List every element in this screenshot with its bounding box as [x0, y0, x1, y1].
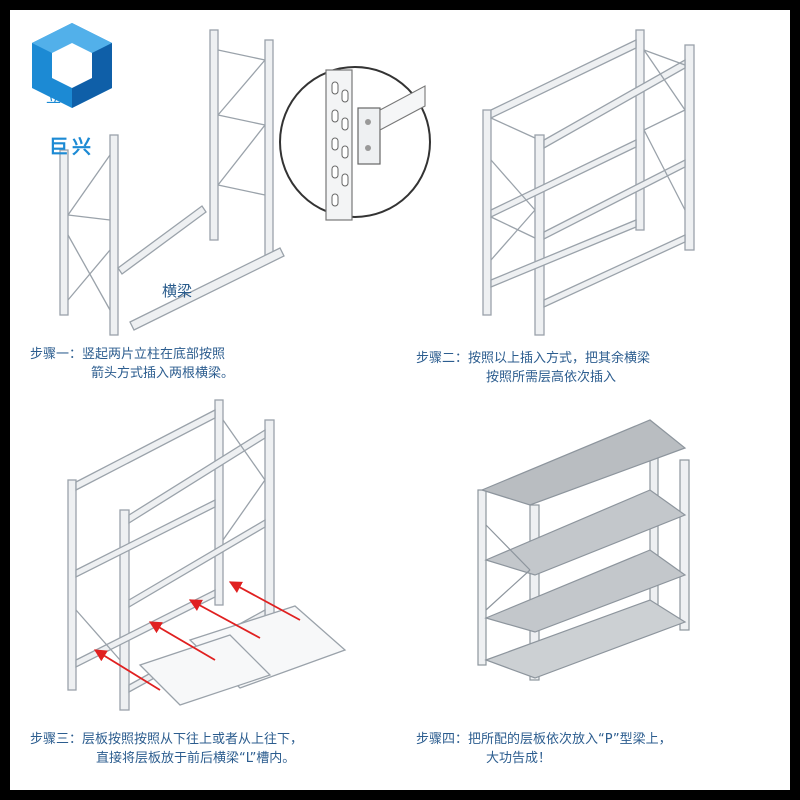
step3-illustration — [67, 399, 347, 711]
brand-name: 巨兴 — [48, 136, 95, 158]
step4-label: 步骤四： — [416, 732, 469, 747]
step2-caption: 步骤二：按照以上插入方式，把其余横梁 按照所需层高依次插入 — [416, 349, 650, 387]
step1-label: 步骤一： — [30, 347, 83, 362]
step1-illustration — [59, 29, 285, 336]
beam-label: 横梁 — [162, 282, 193, 300]
step4-illustration — [477, 419, 690, 681]
step1-line2: 箭头方式插入两根横梁。 — [91, 366, 235, 381]
step3-caption: 步骤三：层板按照按照从下往上或者从上往下， 直接将层板放于前后横梁“L”槽内。 — [30, 730, 303, 768]
brand-logo: 立 — [32, 23, 112, 108]
step3-label: 步骤三： — [30, 732, 83, 747]
step2-line2: 按照所需层高依次插入 — [486, 370, 617, 385]
step4-line1: 把所配的层板依次放入“P”型梁上， — [468, 732, 672, 747]
step2-illustration — [482, 29, 695, 336]
step3-line1: 层板按照按照从下往上或者从上往下， — [82, 732, 304, 747]
step1-line1: 竖起两片立柱在底部按照 — [82, 347, 226, 362]
step2-line1: 按照以上插入方式，把其余横梁 — [468, 351, 651, 366]
logo-mark-char: 立 — [46, 88, 61, 106]
step4-caption: 步骤四：把所配的层板依次放入“P”型梁上， 大功告成！ — [416, 730, 672, 768]
step3-line2: 直接将层板放于前后横梁“L”槽内。 — [96, 751, 296, 766]
connector-detail-circle — [279, 66, 431, 221]
step3-arrows — [93, 581, 301, 691]
step1-caption: 步骤一：竖起两片立柱在底部按照 箭头方式插入两根横梁。 — [30, 345, 234, 383]
step4-line2: 大功告成！ — [486, 751, 552, 766]
step2-label: 步骤二： — [416, 351, 469, 366]
assembly-illustrations — [59, 29, 695, 711]
